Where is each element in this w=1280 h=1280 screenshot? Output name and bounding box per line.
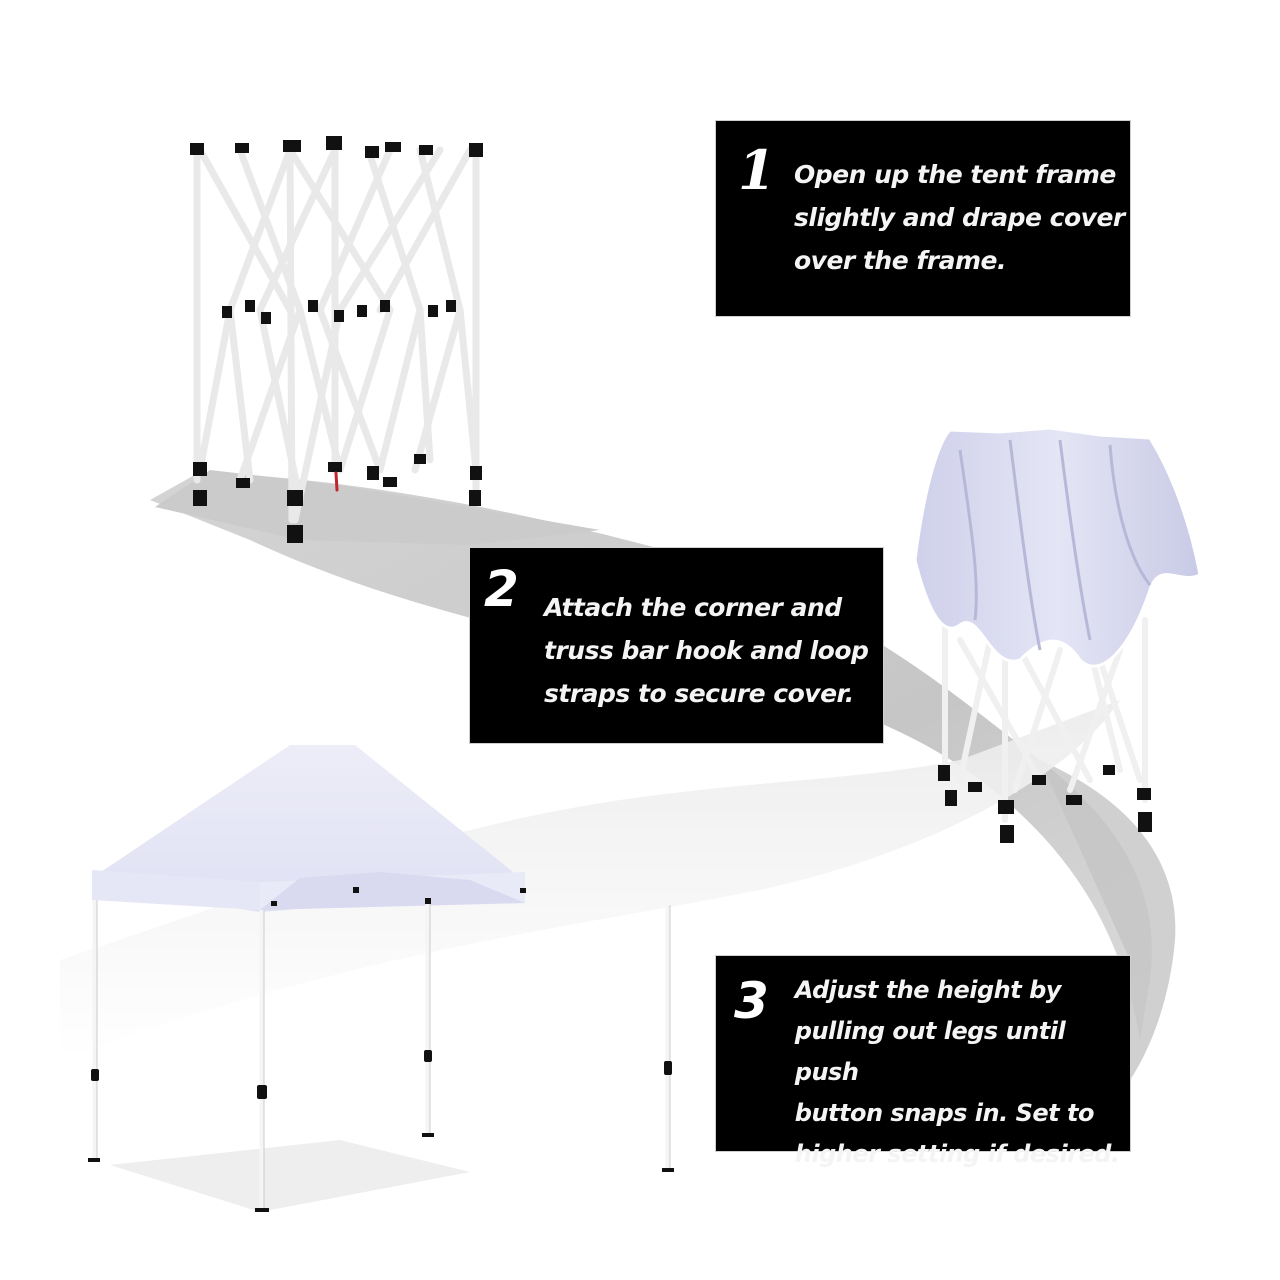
assembled-canopy-icon: [88, 745, 674, 1212]
step-3-text: Adjust the height by pulling out legs un…: [794, 976, 1120, 1168]
step-3-box: 3 Adjust the height by pulling out legs …: [716, 956, 1130, 1168]
step-1-box: 1 Open up the tent frame slightly and dr…: [716, 121, 1130, 316]
step-2-number: 2: [484, 560, 519, 618]
step-3-number: 3: [734, 972, 769, 1030]
step-2-box: 2 Attach the corner and truss bar hook a…: [470, 548, 883, 743]
step-2-text: Attach the corner and truss bar hook and…: [544, 593, 869, 708]
step-1-text: Open up the tent frame slightly and drap…: [794, 160, 1125, 275]
folded-frame-icon: [155, 136, 600, 545]
step-1-number: 1: [738, 138, 776, 202]
frame-with-cover-icon: [913, 426, 1202, 843]
